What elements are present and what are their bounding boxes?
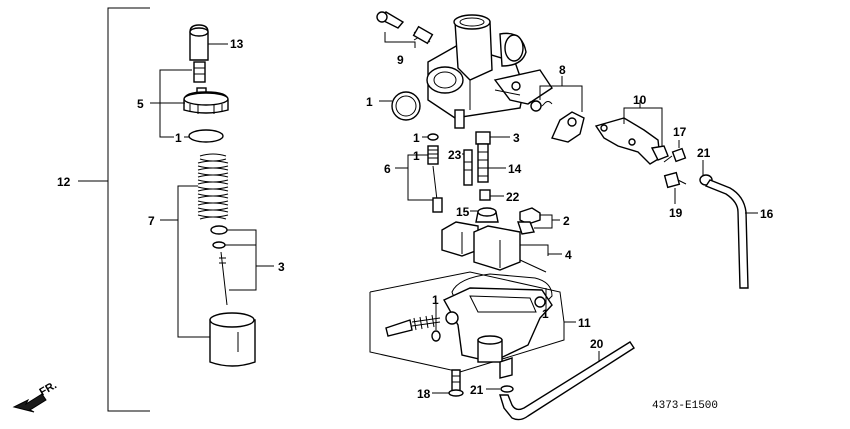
callout-3-left: 3 bbox=[278, 260, 285, 274]
callout-22: 22 bbox=[506, 190, 520, 204]
carburetor-body bbox=[426, 14, 553, 129]
callout-3-center: 3 bbox=[513, 131, 520, 145]
callout-21-lower: 21 bbox=[470, 383, 484, 397]
needle-clip-and-needle bbox=[210, 225, 228, 306]
callout-9: 9 bbox=[397, 53, 404, 67]
callout-4: 4 bbox=[565, 248, 572, 262]
float-pin bbox=[519, 259, 547, 273]
callout-19: 19 bbox=[669, 206, 683, 220]
throttle-stop-screw bbox=[376, 11, 434, 45]
drain-tube bbox=[499, 341, 635, 421]
front-direction-indicator: FR. bbox=[12, 379, 59, 413]
callout-1-drain: 1 bbox=[432, 293, 439, 307]
cable-bracket bbox=[594, 100, 669, 165]
callout-6: 6 bbox=[384, 162, 391, 176]
leader-9 bbox=[384, 32, 416, 48]
float-valve bbox=[517, 207, 541, 235]
float bbox=[441, 221, 521, 271]
slow-jet bbox=[463, 149, 473, 186]
callout-21-upper: 21 bbox=[697, 146, 711, 160]
callout-14: 14 bbox=[508, 162, 522, 176]
needle-jet-holder bbox=[475, 131, 491, 183]
diagram-code: 4373-E1500 bbox=[652, 400, 718, 412]
leaders-left bbox=[150, 43, 274, 338]
callout-1-left: 1 bbox=[175, 131, 182, 145]
needle-jet-nut bbox=[475, 207, 499, 223]
callout-1-oring: 1 bbox=[366, 95, 373, 109]
callout-10: 10 bbox=[633, 93, 647, 107]
callout-1-pilot-a: 1 bbox=[413, 131, 420, 145]
callout-20: 20 bbox=[590, 337, 604, 351]
throttle-valve-spring bbox=[197, 153, 229, 220]
float-chamber-box bbox=[369, 271, 576, 373]
top-cap-gasket bbox=[188, 129, 224, 143]
throttle-link-arm bbox=[539, 76, 585, 143]
throttle-valve-slide bbox=[209, 312, 256, 367]
callout-12: 12 bbox=[57, 175, 71, 189]
callout-23: 23 bbox=[448, 148, 462, 162]
callout-8: 8 bbox=[559, 63, 566, 77]
front-direction-label: FR. bbox=[38, 379, 59, 398]
callout-7: 7 bbox=[148, 214, 155, 228]
throttle-cable-boot bbox=[189, 24, 209, 61]
main-body-o-ring bbox=[391, 91, 421, 121]
callout-15: 15 bbox=[456, 205, 470, 219]
chamber-set-screw bbox=[432, 369, 464, 397]
callout-1-pilot-b: 1 bbox=[413, 149, 420, 163]
main-jet bbox=[479, 189, 491, 201]
callout-18: 18 bbox=[417, 387, 431, 401]
drain-o-ring bbox=[431, 300, 441, 342]
assembly-bracket-12 bbox=[78, 7, 150, 412]
front-arrow-icon bbox=[12, 393, 47, 413]
callout-13: 13 bbox=[230, 37, 244, 51]
callout-11: 11 bbox=[578, 316, 591, 330]
carburetor-top-cap bbox=[183, 87, 229, 114]
screw-17 bbox=[663, 140, 687, 163]
callout-5: 5 bbox=[137, 97, 144, 111]
callout-16: 16 bbox=[760, 207, 774, 221]
air-vent-tube bbox=[704, 179, 758, 289]
tube-clip-lower bbox=[486, 385, 514, 393]
drain-screw bbox=[385, 314, 441, 337]
screw-19 bbox=[663, 171, 687, 204]
leaders-center bbox=[379, 100, 562, 256]
throttle-link-spring bbox=[527, 100, 553, 112]
cable-adjuster bbox=[193, 61, 206, 83]
callout-labels: 12 13 5 1 7 3 9 1 8 10 17 21 19 16 1 1 6… bbox=[57, 37, 774, 401]
float-chamber bbox=[443, 287, 553, 379]
callout-17: 17 bbox=[673, 125, 687, 139]
callout-2: 2 bbox=[563, 214, 570, 228]
callout-1-chamber: 1 bbox=[542, 307, 549, 321]
